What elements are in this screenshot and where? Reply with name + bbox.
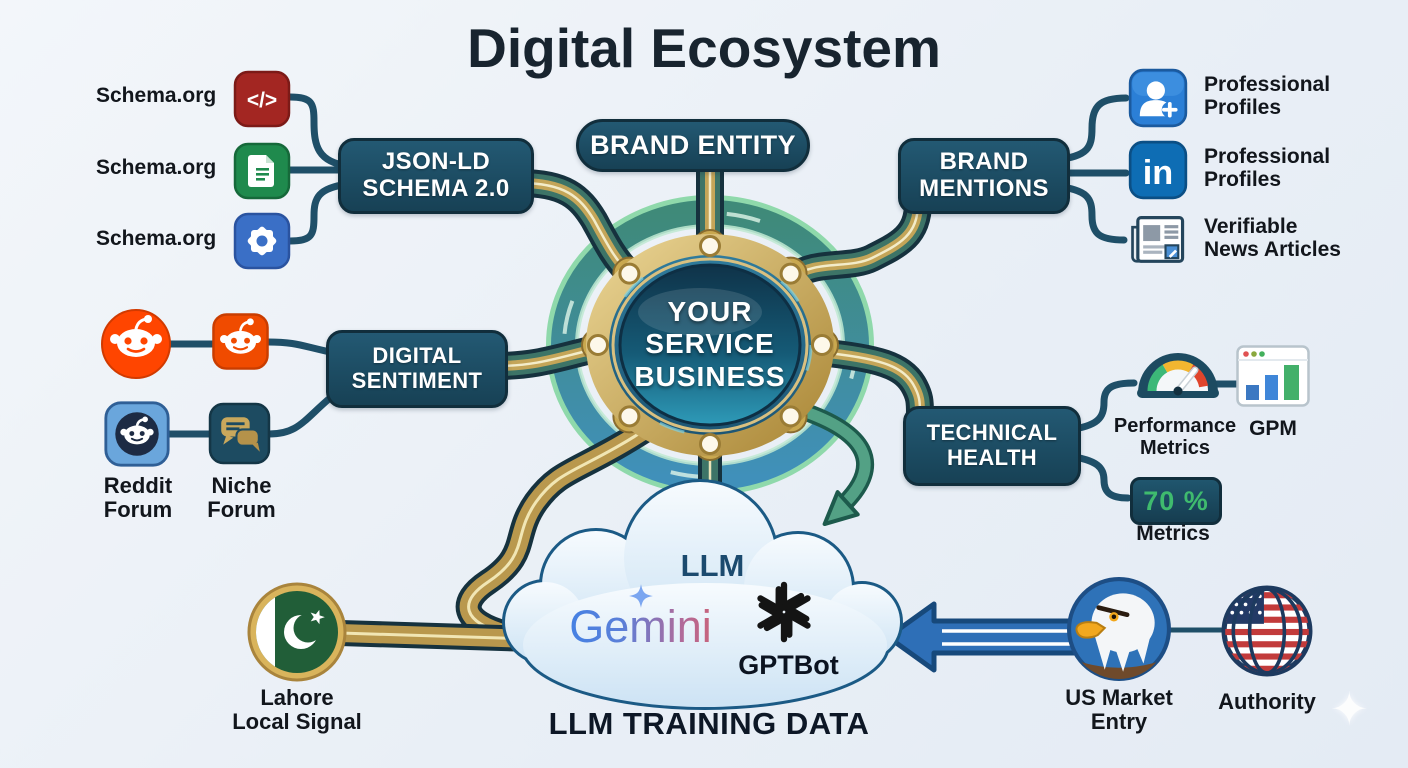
gear-icon bbox=[233, 212, 291, 270]
eagle-icon bbox=[1066, 576, 1172, 682]
linkedin-icon: in bbox=[1128, 140, 1188, 200]
node-json-ld-line1: JSON-LD bbox=[381, 148, 491, 176]
schema-label-1: Schema.org bbox=[96, 84, 217, 107]
code-icon: </> bbox=[233, 70, 291, 128]
hub-label: YOUR SERVICE BUSINESS bbox=[634, 296, 786, 392]
node-digital-sentiment-line2: SENTIMENT bbox=[351, 368, 483, 393]
gemini-wordmark: Gemini bbox=[548, 601, 733, 653]
connector-reddit-to-box bbox=[264, 338, 334, 356]
reddit-square-icon bbox=[211, 312, 270, 371]
page-title: Digital Ecosystem bbox=[467, 17, 941, 79]
openai-logo-icon bbox=[752, 580, 816, 644]
node-brand-entity-label: BRAND ENTITY bbox=[590, 130, 796, 161]
connector-niche-to-box bbox=[265, 394, 334, 438]
us-flag-globe-icon bbox=[1220, 584, 1314, 678]
node-digital-sentiment-line1: DIGITAL bbox=[372, 343, 462, 369]
reddit-circle-icon bbox=[100, 308, 172, 380]
svg-text:</>: </> bbox=[247, 89, 277, 112]
gptbot-label: GPTBot bbox=[738, 650, 839, 680]
sparkle-watermark-icon: ✦ bbox=[1330, 683, 1369, 735]
pipe-mentions-hub bbox=[780, 189, 932, 291]
score-badge: 70 % bbox=[1130, 477, 1222, 525]
score-metrics-label: Metrics bbox=[1136, 522, 1210, 545]
connector-health-up bbox=[1064, 379, 1138, 434]
llm-label: LLM bbox=[680, 548, 745, 583]
node-brand-mentions-line1: BRAND bbox=[939, 148, 1029, 176]
authority-label: Authority bbox=[1218, 689, 1316, 714]
document-icon bbox=[233, 142, 291, 200]
pipe-hub-health bbox=[804, 338, 934, 428]
connector-mentions-down bbox=[1052, 182, 1128, 244]
chat-bubbles-icon bbox=[208, 402, 271, 465]
schema-label-3: Schema.org bbox=[96, 227, 217, 250]
gpm-label: GPM bbox=[1249, 417, 1297, 440]
connector-schema-3 bbox=[286, 180, 352, 245]
node-brand-mentions: BRAND MENTIONS bbox=[898, 138, 1070, 214]
gauge-icon bbox=[1136, 337, 1220, 403]
node-json-ld: JSON-LD SCHEMA 2.0 bbox=[338, 138, 534, 214]
node-brand-entity: BRAND ENTITY bbox=[576, 119, 810, 172]
reddit-blue-icon bbox=[103, 400, 171, 468]
node-brand-mentions-line2: MENTIONS bbox=[919, 175, 1049, 202]
connector-mentions-up bbox=[1052, 94, 1130, 164]
bar-chart-window-icon bbox=[1236, 345, 1310, 407]
schema-label-2: Schema.org bbox=[96, 156, 217, 179]
hub-gear bbox=[581, 229, 839, 461]
add-user-icon bbox=[1128, 68, 1188, 128]
node-digital-sentiment: DIGITAL SENTIMENT bbox=[326, 330, 508, 408]
green-arrow bbox=[791, 401, 874, 527]
svg-text:in: in bbox=[1143, 154, 1173, 192]
pipe-hub-lahore bbox=[455, 407, 673, 647]
llm-training-data-caption: LLM TRAINING DATA bbox=[548, 706, 870, 741]
newspaper-icon bbox=[1124, 210, 1190, 270]
score-value: 70 % bbox=[1143, 485, 1209, 516]
node-technical-health-line1: TECHNICAL bbox=[926, 420, 1058, 446]
gemini-sparkle-icon bbox=[628, 583, 654, 609]
node-technical-health: TECHNICAL HEALTH bbox=[903, 406, 1081, 486]
node-json-ld-line2: SCHEMA 2.0 bbox=[362, 175, 510, 202]
pakistan-flag-icon bbox=[247, 582, 347, 682]
connector-schema-1 bbox=[286, 93, 352, 170]
llm-cloud bbox=[502, 479, 903, 710]
pipe-jsonld-hub bbox=[506, 169, 642, 286]
node-technical-health-line2: HEALTH bbox=[947, 445, 1037, 470]
connector-health-down bbox=[1064, 452, 1132, 502]
